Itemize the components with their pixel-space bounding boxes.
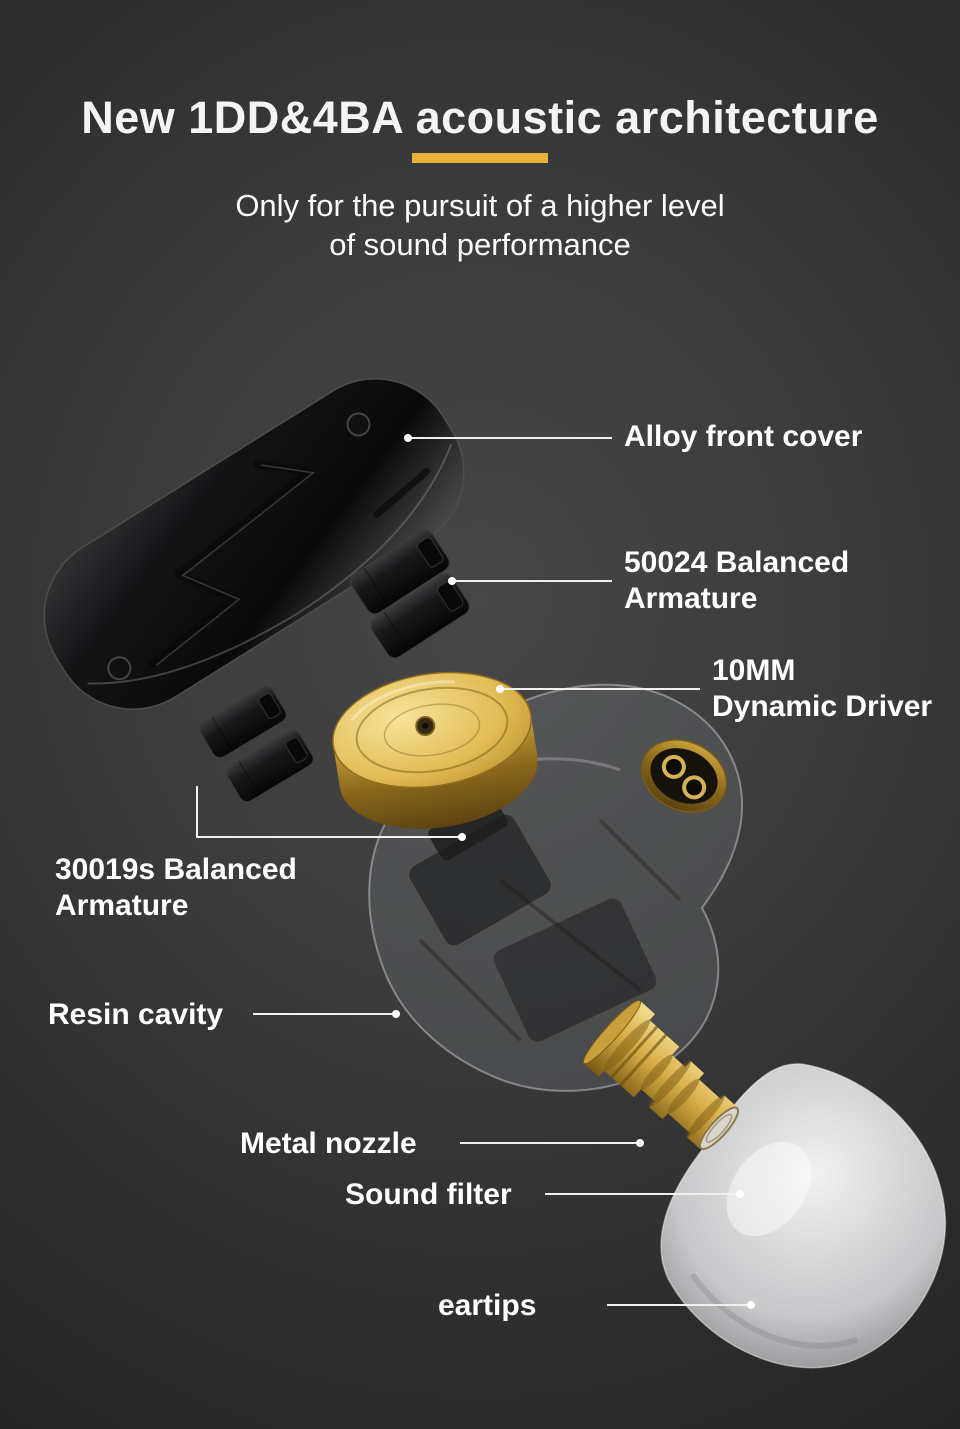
subtitle-line-1: Only for the pursuit of a higher level — [235, 188, 725, 223]
metal-nozzle-part — [582, 999, 740, 1151]
connector-socket-part — [640, 739, 728, 813]
alloy-faceplate-part — [43, 378, 465, 710]
page-subtitle: Only for the pursuit of a higher level o… — [0, 186, 960, 264]
callout-label-ba-50024-line1: 50024 Balanced — [624, 546, 850, 579]
callout-label-metal-nozzle: Metal nozzle — [240, 1127, 417, 1160]
callout-label-eartips: eartips — [438, 1289, 537, 1322]
page-title: New 1DD&4BA acoustic architecture — [81, 92, 879, 143]
callout-label-dynamic-driver: 10MM Dynamic Driver — [712, 653, 932, 725]
balanced-armature-30019s-part — [199, 685, 314, 803]
callout-label-resin-cavity: Resin cavity — [48, 998, 224, 1031]
callout-label-ba-50024: 50024 Balanced Armature — [624, 545, 849, 617]
dynamic-driver-part — [332, 671, 538, 829]
callout-label-sound-filter: Sound filter — [345, 1178, 512, 1211]
accent-underline — [412, 153, 548, 163]
callout-label-dynamic-driver-line2: Dynamic Driver — [712, 690, 933, 723]
callout-label-ba-50024-line2: Armature — [624, 582, 758, 615]
subtitle-line-2: of sound performance — [329, 227, 631, 262]
callout-label-ba-30019s: 30019s Balanced Armature — [55, 852, 297, 924]
eartip-part — [660, 1063, 947, 1369]
callout-lines — [196, 434, 755, 1309]
callout-label-ba-30019s-line2: Armature — [55, 889, 189, 922]
balanced-armature-50024-part — [350, 529, 470, 659]
sound-filter-part — [698, 1106, 740, 1151]
callout-label-alloy-front-cover: Alloy front cover — [624, 420, 863, 453]
callout-label-ba-30019s-line1: 30019s Balanced — [55, 853, 297, 886]
callout-label-dynamic-driver-line1: 10MM — [712, 654, 796, 687]
